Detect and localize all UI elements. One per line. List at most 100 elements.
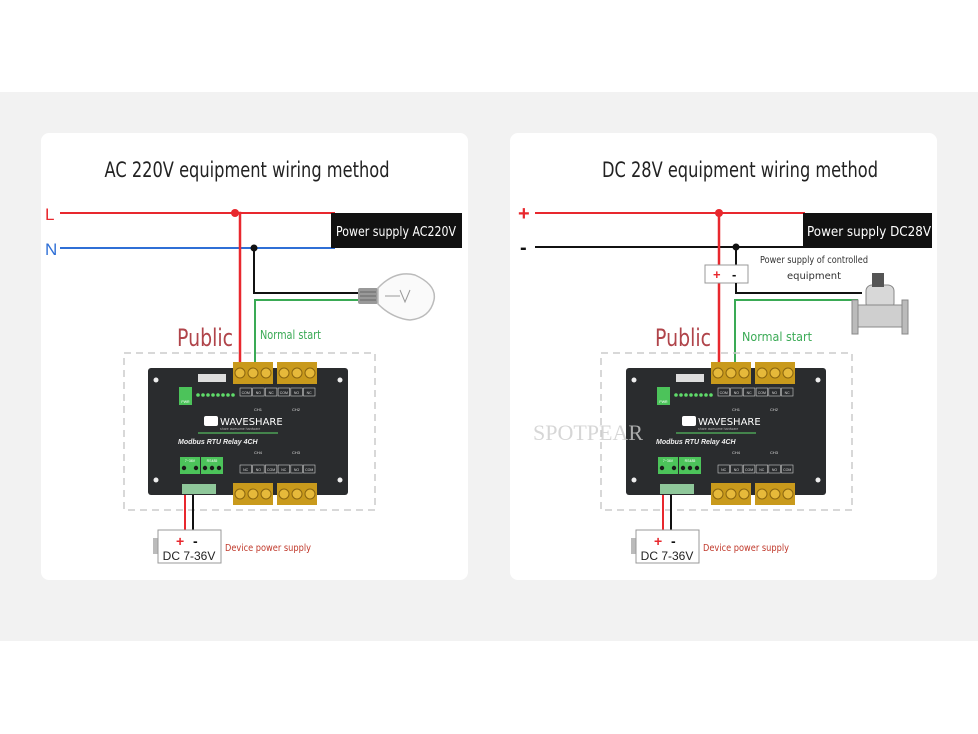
- connector-pin: [694, 465, 700, 471]
- terminal-label: COM: [280, 391, 288, 395]
- power-supply-label: Power supply DC28V: [807, 225, 931, 240]
- terminal-screw: [738, 488, 750, 500]
- status-led: [699, 393, 703, 397]
- terminal-label-box: [277, 387, 290, 397]
- brand-logo-icon: [682, 416, 696, 426]
- line-label-n: N: [45, 240, 57, 259]
- solenoid-valve-icon: [851, 273, 909, 335]
- normal-start-wire: [254, 299, 360, 365]
- watermark: SPOTPEAR: [533, 420, 643, 445]
- mount-hole: [631, 377, 637, 383]
- line-label-l: L: [45, 205, 54, 224]
- terminal-screw: [247, 367, 259, 379]
- brand-logo-icon: [204, 416, 218, 426]
- terminal-screw: [725, 367, 737, 379]
- terminal-label-box: [717, 387, 730, 397]
- status-led: [704, 393, 708, 397]
- channel-label: CH4: [732, 450, 741, 455]
- terminal-label-box: [303, 387, 316, 397]
- channel-label: CH2: [292, 407, 301, 412]
- light-bulb-icon: [358, 273, 436, 321]
- terminal-label-box: [730, 464, 743, 474]
- normal-start-label: Normal start: [260, 328, 321, 342]
- pwr-label: PWR: [659, 400, 668, 404]
- channel-label: CH3: [770, 450, 779, 455]
- terminal-label-box: [755, 387, 768, 397]
- status-led: [201, 393, 205, 397]
- terminal-label-box: [290, 387, 303, 397]
- terminal-label-box: [768, 464, 781, 474]
- status-led: [709, 393, 713, 397]
- mount-hole: [153, 377, 159, 383]
- terminal-label-box: [265, 464, 278, 474]
- terminal-label: COM: [242, 391, 250, 395]
- terminal-label-box: [277, 464, 290, 474]
- terminal-screw: [278, 488, 290, 500]
- terminal-label: NO: [772, 391, 778, 395]
- terminal-screw: [278, 367, 290, 379]
- rs485-connector: [201, 457, 223, 474]
- normal-start-wire: [734, 299, 858, 365]
- module-body: [148, 368, 348, 495]
- terminal-screw: [725, 488, 737, 500]
- minus-sign: -: [193, 533, 198, 549]
- terminal-label-box: [239, 387, 252, 397]
- terminal-label: NC: [269, 391, 275, 395]
- connector-pin: [216, 465, 222, 471]
- terminal-label-box: [239, 464, 252, 474]
- load-return-wire: [735, 283, 862, 294]
- power-led-block: [179, 387, 192, 405]
- normal-start-label: Normal start: [742, 330, 812, 344]
- power-supply-box: [331, 213, 462, 248]
- connector-pin: [202, 465, 208, 471]
- pwr-label: PWR: [181, 400, 190, 404]
- controlled-supply-label: Power supply of controlled: [760, 255, 868, 266]
- plus-sign: +: [176, 533, 184, 549]
- terminal-label: NO: [256, 468, 262, 472]
- terminal-label: NC: [785, 391, 791, 395]
- model-label: Modbus RTU Relay 4CH: [178, 439, 259, 446]
- public-wire: [235, 211, 242, 365]
- terminal-label-box: [290, 464, 303, 474]
- dc-voltage-label: DC 7-36V: [163, 549, 216, 563]
- terminal-screw: [291, 367, 303, 379]
- controlled-supply-label: equipment: [787, 271, 841, 282]
- connector-label: 7~36V: [663, 459, 674, 463]
- terminal-label: NO: [294, 468, 300, 472]
- minus-sign: -: [732, 267, 736, 282]
- mount-hole: [337, 477, 343, 483]
- brand-name: WAVESHARE: [698, 417, 761, 428]
- terminal-screw: [304, 367, 316, 379]
- panel-title: AC 220V equipment wiring method: [105, 158, 390, 182]
- card-dc: [510, 133, 937, 580]
- terminal-label: NO: [294, 391, 300, 395]
- public-label: Public: [655, 324, 711, 352]
- terminal-screw: [291, 488, 303, 500]
- line-label-plus: +: [518, 203, 530, 225]
- panel-title: DC 28V equipment wiring method: [602, 158, 878, 182]
- load-return-wire: [253, 248, 360, 294]
- dip-switch: [198, 374, 226, 382]
- connector-pin: [209, 465, 215, 471]
- power-plug: [182, 484, 216, 494]
- terminal-label-box: [743, 464, 756, 474]
- terminal-label: NO: [256, 391, 262, 395]
- terminal-label-box: [768, 387, 781, 397]
- terminal-screw: [260, 488, 272, 500]
- connector-pin: [193, 465, 199, 471]
- terminal-screw: [756, 367, 768, 379]
- connector-pin: [671, 465, 677, 471]
- terminal-label: COM: [267, 468, 275, 472]
- model-label: Modbus RTU Relay 4CH: [656, 439, 737, 446]
- public-label: Public: [177, 324, 233, 352]
- terminal-screw: [782, 367, 794, 379]
- channel-label: CH3: [292, 450, 301, 455]
- rs485-connector: [679, 457, 701, 474]
- terminal-label: NO: [772, 468, 778, 472]
- status-led: [679, 393, 683, 397]
- power-supply-label: Power supply AC220V: [336, 225, 456, 240]
- terminal-screw: [738, 367, 750, 379]
- terminal-label-box: [717, 464, 730, 474]
- terminal-label: NO: [734, 468, 740, 472]
